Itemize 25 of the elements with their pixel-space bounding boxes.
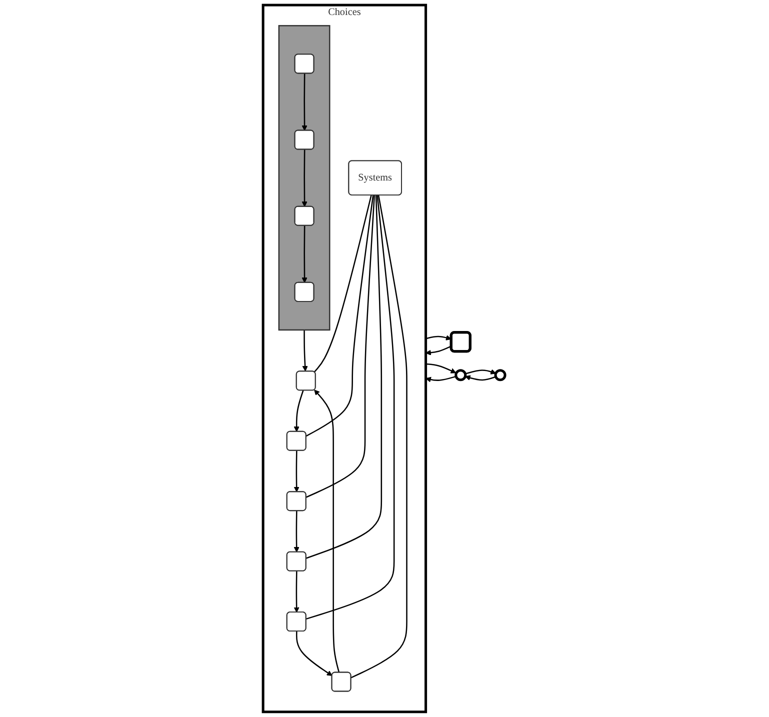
arrow [302,74,308,131]
arrow [302,330,308,372]
connector [351,195,408,678]
arrow [302,226,308,283]
node-ellipse [494,369,507,382]
arrow [314,390,340,673]
arrow [426,346,452,356]
arrow [294,390,304,432]
arrow [294,510,300,552]
arrow [294,571,300,613]
arrow [465,375,496,381]
arrow [426,363,457,374]
node-ellipse [455,369,468,382]
arrow [296,631,333,676]
arrow [294,450,300,492]
arrow [466,369,496,374]
arrow [302,150,308,207]
connector [306,195,382,559]
arrow [426,335,452,340]
cluster [278,25,331,331]
connector [306,195,396,620]
arrow [426,376,457,382]
connector [306,195,376,498]
connector [306,195,374,437]
connector [314,195,372,372]
